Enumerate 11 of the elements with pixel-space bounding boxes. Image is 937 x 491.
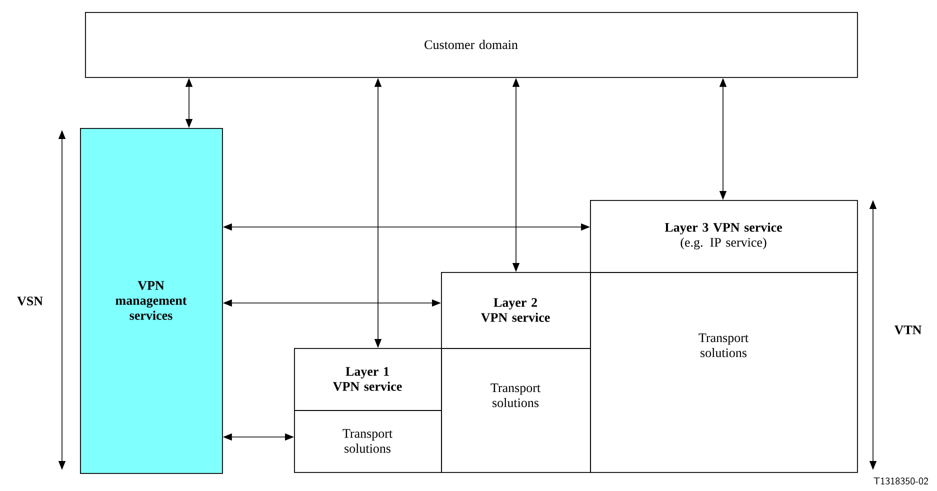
service-box: Layer 2 VPN service: [441, 272, 591, 349]
service-box: Layer 1 VPN service: [294, 348, 442, 411]
management-box: VPN management services: [80, 128, 223, 474]
figure-number: T1318350-02: [874, 477, 928, 485]
transport-box: Transport solutions: [294, 410, 442, 473]
transport-box: Transport solutions: [590, 272, 858, 473]
transport-box: Transport solutions: [441, 348, 591, 473]
service-box: Layer 3 VPN service (e.g. IP service): [590, 200, 858, 273]
dimension-label: VTN: [894, 326, 922, 334]
domain-box: Customer domain: [85, 12, 858, 78]
dimension-label: VSN: [17, 296, 43, 306]
